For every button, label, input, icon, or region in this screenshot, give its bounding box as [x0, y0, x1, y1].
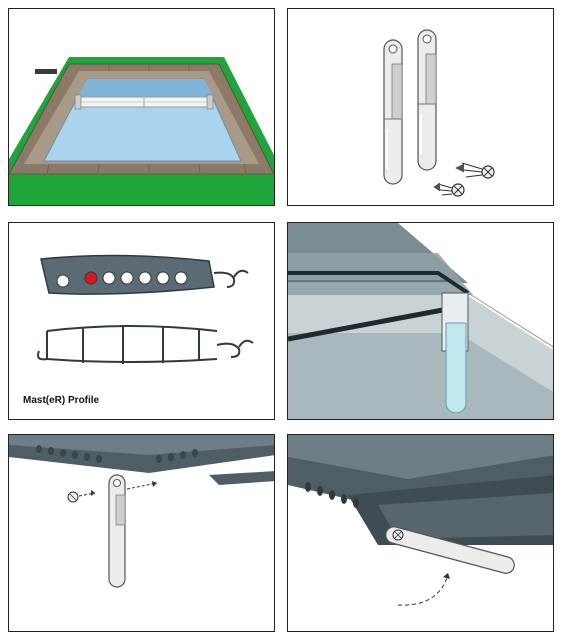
- rotate-bracket-illustration: [288, 435, 553, 606]
- profile-label: Mast(eR) Profile: [23, 395, 100, 406]
- profile-illustration: [37, 254, 254, 364]
- bracket-2-icon: [417, 29, 437, 171]
- mounting-parts-panel: [287, 8, 554, 206]
- installed-closeup-panel: [287, 222, 554, 420]
- insert-bracket-illustration: [9, 435, 274, 588]
- installed-closeup-illustration: [288, 223, 553, 419]
- insert-bracket-panel: [8, 434, 275, 632]
- bracket-1-icon: [383, 39, 403, 185]
- profile-bottom-icon: [37, 325, 254, 364]
- profile-panel: Mast(eR) Profile: [8, 222, 275, 420]
- mounting-parts-illustration: [383, 29, 495, 197]
- screw-1-icon: [455, 162, 495, 179]
- screw-2-icon: [433, 182, 465, 197]
- pool-scene-illustration: [9, 9, 274, 205]
- pool-scene-panel: [8, 8, 275, 206]
- rotate-bracket-panel: [287, 434, 554, 632]
- profile-top-icon: [40, 254, 249, 295]
